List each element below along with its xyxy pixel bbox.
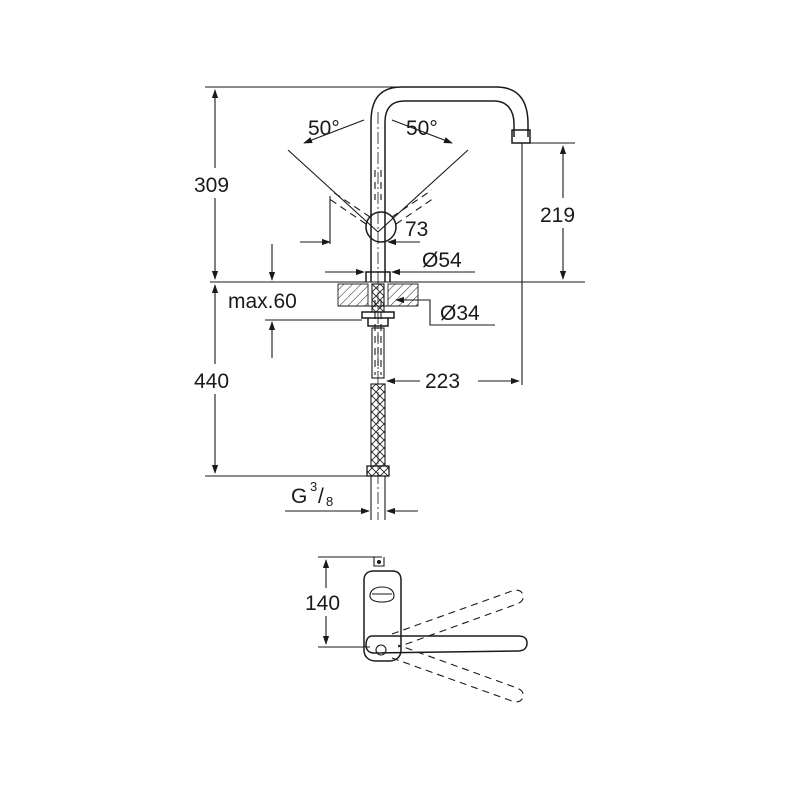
top-lever-swivel-down — [391, 644, 524, 703]
thread-denominator: 8 — [326, 494, 333, 509]
thread-numerator: 3 — [310, 479, 317, 494]
top-view: 140 — [304, 556, 528, 703]
hose-end-fitting — [366, 465, 390, 477]
spout-tip — [511, 129, 531, 144]
dim-50-right-label: 50° — [406, 117, 438, 140]
shank — [371, 283, 385, 313]
dim-max60-label: max.60 — [228, 290, 297, 313]
flexible-hose — [370, 383, 386, 467]
faucet-body — [370, 122, 386, 282]
hose-connector — [371, 327, 385, 379]
lever-ball — [365, 211, 397, 243]
dim-309-label: 309 — [194, 174, 229, 197]
angle-arc-right — [391, 119, 453, 144]
dim-223-label: 223 — [425, 370, 460, 393]
angle-arc-left — [303, 119, 365, 144]
dim-54-label: Ø54 — [422, 249, 462, 272]
top-spout-outlet — [373, 557, 385, 567]
top-body-outline — [363, 570, 402, 662]
lever-swivel-left-b — [327, 197, 367, 225]
faucet-spout — [370, 86, 529, 137]
dim-34-label: Ø34 — [440, 302, 480, 325]
dim-440-label: 440 — [194, 370, 229, 393]
side-view: 309 440 219 223 50° 50° 73 Ø54 Ø34 max.6… — [190, 86, 590, 520]
dim-219-label: 219 — [540, 204, 575, 227]
top-lever-swivel-up — [391, 589, 524, 648]
base-escutcheon — [365, 271, 391, 282]
thread-prefix: G — [291, 485, 307, 508]
angle-ray-left — [287, 149, 379, 233]
top-lever-handle — [365, 635, 528, 654]
thread-label: G 3 / 8 — [291, 479, 333, 509]
inner-hose-hidden — [374, 170, 382, 200]
countertop-hatch-left — [337, 283, 369, 307]
fixing-nut — [361, 311, 395, 327]
dim-73-label: 73 — [405, 218, 428, 241]
dim-140-label: 140 — [305, 592, 340, 615]
top-body-inner — [369, 586, 395, 603]
angle-ray-right — [377, 149, 469, 233]
lever-swivel-right-b — [395, 197, 435, 225]
countertop-hatch-right — [387, 283, 419, 307]
thread-slash: / — [318, 485, 324, 508]
dim-50-left-label: 50° — [308, 117, 340, 140]
lever-swivel-right — [391, 189, 433, 218]
